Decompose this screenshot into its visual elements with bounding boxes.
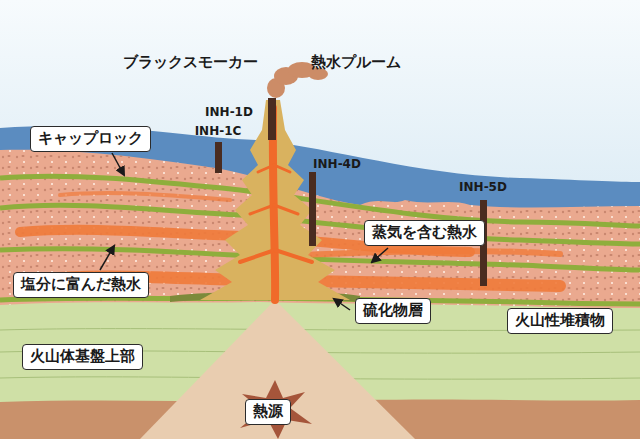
drill-holes xyxy=(215,98,487,286)
box-label: 蒸気を含む熱水 xyxy=(372,223,477,243)
label-box: 塩分に富んだ熱水 xyxy=(13,272,149,298)
label-box: 火山体基盤上部 xyxy=(22,344,143,370)
box-label: 硫化物層 xyxy=(363,301,423,321)
box-label: 塩分に富んだ熱水 xyxy=(21,275,141,295)
label-box: 蒸気を含む熱水 xyxy=(364,220,485,246)
box-label: キャップロック xyxy=(38,129,143,149)
drill-site-label: INH-5D xyxy=(459,180,507,194)
feature-label: 熱水プルーム xyxy=(311,53,401,72)
drill-site-label: INH-1C xyxy=(195,124,242,138)
label-box: 火山性堆積物 xyxy=(507,308,613,334)
heat-source-star xyxy=(240,380,312,439)
feature-label: ブラックスモーカー xyxy=(123,53,258,72)
label-box: 硫化物層 xyxy=(355,298,431,324)
drill-site-label: INH-1D xyxy=(205,105,253,119)
drill-site-label: INH-4D xyxy=(313,157,361,171)
box-label: 火山体基盤上部 xyxy=(30,347,135,367)
label-box: キャップロック xyxy=(30,126,151,152)
box-label: 熱源 xyxy=(253,402,283,422)
box-label: 火山性堆積物 xyxy=(515,311,605,331)
label-box: 熱源 xyxy=(245,399,291,425)
